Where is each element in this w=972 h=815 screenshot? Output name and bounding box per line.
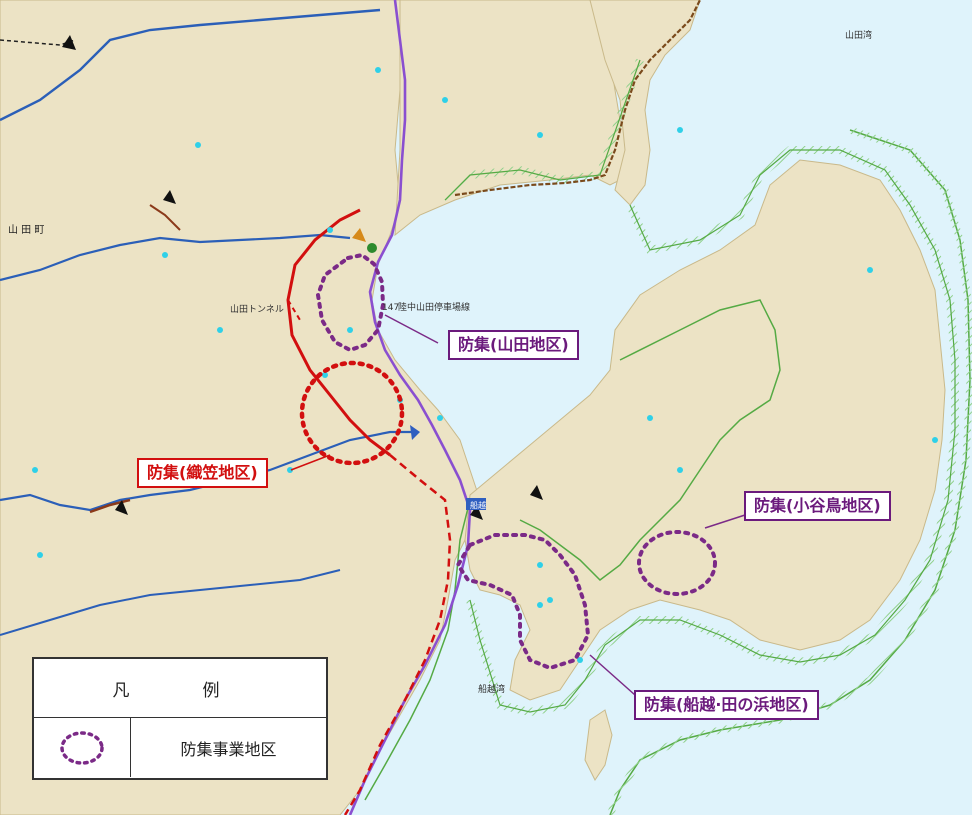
facility-points <box>32 67 938 663</box>
legend-title: 凡 例 <box>34 659 326 718</box>
railway-line <box>286 208 391 457</box>
station-sign: 船越 <box>470 500 486 510</box>
river-south <box>0 569 341 636</box>
koyadori-circle <box>637 530 717 596</box>
funakoshi-circle <box>455 533 591 671</box>
small-island <box>584 709 613 781</box>
town-label: 山 田 町 <box>8 224 44 236</box>
tunnel-marker <box>163 190 176 204</box>
yamada-leader <box>384 314 439 344</box>
oricasa-circle <box>299 360 405 466</box>
national-route <box>348 0 472 815</box>
road-west <box>89 498 131 514</box>
bay-label-funakoshi: 船越湾 <box>478 683 505 695</box>
river-yamada <box>0 233 351 282</box>
river-oricasa <box>0 430 415 512</box>
route-number: 147 <box>382 303 399 313</box>
station-marker <box>466 498 486 510</box>
oricasa-leader <box>290 454 331 471</box>
callout-koyadori: 防集(小谷鳥地区) <box>744 491 891 521</box>
callout-yamada: 防集(山田地区) <box>448 330 579 360</box>
yamada-circle <box>315 252 386 353</box>
south-coast-boundary <box>364 499 471 801</box>
road-north-pass <box>454 0 701 197</box>
koyadori-leader <box>704 514 746 529</box>
dotted-circle-icon <box>60 730 104 765</box>
callout-funakoshi: 防集(船越·田の浜地区) <box>634 690 819 720</box>
legend-symbol <box>34 718 131 777</box>
funakoshi-leader <box>589 654 636 696</box>
legend-box: 凡 例 防集事業地区 <box>32 657 328 780</box>
legend-row: 防集事業地区 <box>34 718 326 777</box>
legend-item-label: 防集事業地区 <box>180 739 277 759</box>
green-boundary <box>519 299 781 581</box>
callout-oricasa: 防集(織笠地区) <box>137 458 268 488</box>
bay-label-yamada: 山田湾 <box>845 29 872 41</box>
tunnel-label: 山田トンネル <box>230 304 284 315</box>
river-north <box>0 8 381 122</box>
route-label: 陸中山田停車場線 <box>398 301 470 313</box>
